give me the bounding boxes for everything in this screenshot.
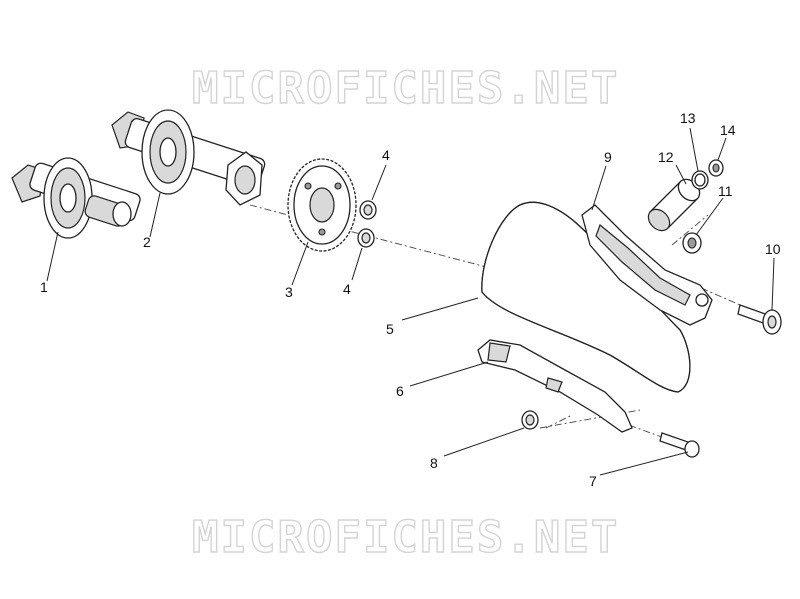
callout-2: 2 (143, 234, 151, 250)
camshaft-1 (11, 157, 141, 239)
callout-8: 8 (430, 455, 438, 471)
watermark-bottom: MICROFICHES.NET (192, 512, 619, 563)
pivot-bolt-10 (737, 304, 782, 335)
cam-sprocket-3 (287, 158, 357, 252)
o-ring-13 (691, 170, 709, 190)
callout-14: 14 (720, 122, 736, 138)
callout-12: 12 (658, 149, 674, 165)
spacer-8 (521, 410, 539, 430)
washer-11 (682, 232, 702, 254)
callout-13: 13 (680, 110, 696, 126)
callout-9: 9 (604, 149, 612, 165)
guide-bolt-7 (659, 432, 700, 458)
callout-3: 3 (285, 284, 293, 300)
tensioner-guide-9 (581, 204, 713, 326)
sprocket-bolts-4 (357, 200, 377, 248)
callout-4-bottom: 4 (343, 281, 351, 297)
callout-10: 10 (765, 241, 781, 257)
callout-11: 11 (718, 183, 733, 199)
callout-5: 5 (386, 321, 394, 337)
seal-washer-14 (708, 159, 724, 177)
chain-guide-6 (477, 339, 633, 433)
camshaft-2 (111, 109, 266, 206)
callout-6: 6 (396, 383, 404, 399)
watermark-top: MICROFICHES.NET (192, 63, 619, 114)
callout-7: 7 (589, 473, 597, 489)
leader-lines (46, 127, 775, 476)
callout-4-top: 4 (382, 147, 390, 163)
callout-1: 1 (40, 279, 48, 295)
